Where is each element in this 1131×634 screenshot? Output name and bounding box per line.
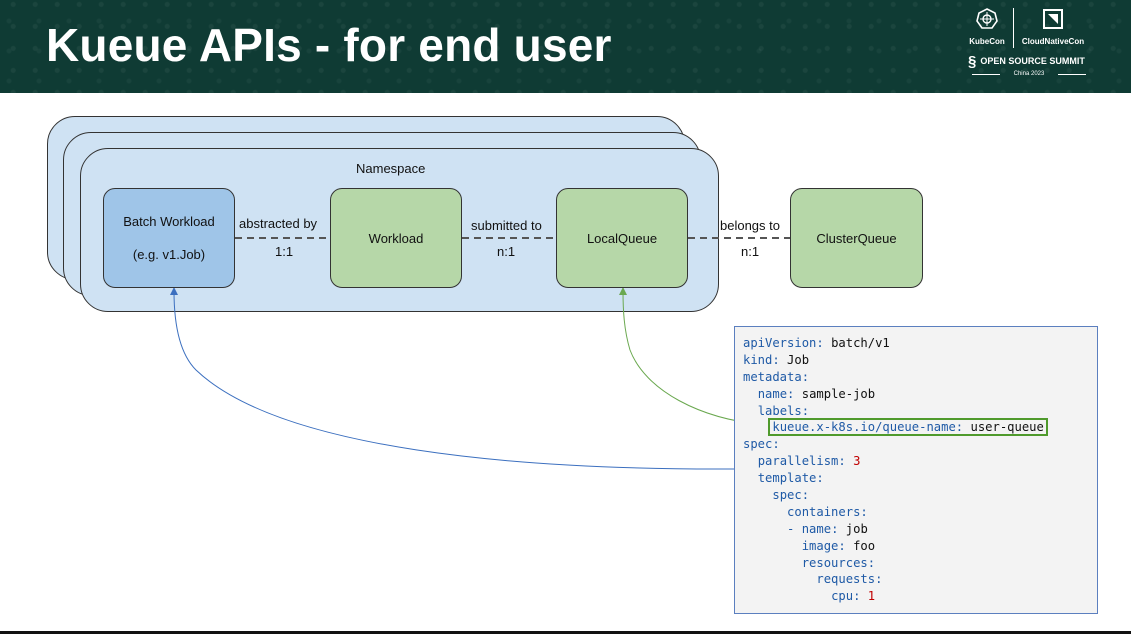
yaml-value: batch/v1 xyxy=(831,336,890,350)
code-line: containers: xyxy=(787,504,868,519)
edge-cardinality-belongs: n:1 xyxy=(741,244,760,259)
cncf-logo-icon xyxy=(1043,9,1063,29)
yaml-key: image xyxy=(801,538,839,553)
batch-workload-node: Batch Workload (e.g. v1.Job) xyxy=(103,188,235,288)
yaml-key: parallelism xyxy=(757,454,839,469)
batch-workload-title: Batch Workload xyxy=(123,214,215,229)
label-to-localqueue-arrow xyxy=(619,287,769,426)
yaml-number: 3 xyxy=(853,454,861,469)
code-line: labels: xyxy=(757,403,810,418)
code-line: image: foo xyxy=(801,538,876,553)
event-label: China 2023 xyxy=(972,71,1086,77)
queue-name-label-highlight: kueue.x-k8s.io/queue-name: user-queue xyxy=(768,418,1048,437)
cloudnativecon-brand: CloudNativeCon xyxy=(1018,8,1088,46)
local-queue-node: LocalQueue xyxy=(556,188,688,288)
code-line: name: sample-job xyxy=(757,386,876,401)
code-line: apiVersion: batch/v1 xyxy=(743,336,890,350)
open-source-summit-label: OPEN SOURCE SUMMIT xyxy=(980,56,1085,66)
yaml-key: containers xyxy=(787,504,861,519)
edge-label-submitted: submitted to xyxy=(471,218,542,233)
yaml-key: resources xyxy=(801,555,868,570)
yaml-key: spec xyxy=(772,488,802,503)
oss-s-logo-icon: § xyxy=(968,53,977,70)
code-line: kueue.x-k8s.io/queue-name: user-queue xyxy=(743,418,1097,437)
yaml-key: labels xyxy=(757,403,802,418)
edge-label-belongs: belongs to xyxy=(720,218,780,233)
slide-bottom-border xyxy=(0,631,1131,634)
yaml-key: requests xyxy=(816,572,876,587)
code-line: resources: xyxy=(801,555,876,570)
code-line: spec: xyxy=(743,437,780,452)
batch-workload-subtitle: (e.g. v1.Job) xyxy=(132,247,206,262)
kubecon-brand: KubeCon xyxy=(962,8,1012,46)
yaml-key: name xyxy=(757,386,788,401)
code-line: - name: job xyxy=(787,521,868,536)
yaml-key: metadata xyxy=(743,369,802,384)
code-line: kind: Job xyxy=(743,352,810,367)
edge-cardinality-abstracted: 1:1 xyxy=(275,244,294,259)
edge-label-abstracted: abstracted by xyxy=(239,216,318,231)
cloudnativecon-label: CloudNativeCon xyxy=(1021,37,1085,46)
yaml-key: kind xyxy=(743,352,773,367)
yaml-key: name xyxy=(801,521,832,536)
code-line: requests: xyxy=(816,572,883,587)
yaml-value: sample-job xyxy=(801,386,876,401)
job-yaml-code-block: apiVersion: batch/v1 kind: Job metadata:… xyxy=(734,326,1098,614)
code-line: parallelism: 3 xyxy=(757,454,861,469)
workload-title: Workload xyxy=(368,230,424,246)
edge-cardinality-submitted: n:1 xyxy=(497,244,516,259)
slide-title: Kueue APIs - for end user xyxy=(46,19,612,71)
local-queue-title: LocalQueue xyxy=(586,230,658,246)
yaml-number: 1 xyxy=(867,589,876,604)
cluster-queue-title: ClusterQueue xyxy=(816,230,897,246)
yaml-key: template xyxy=(757,471,817,486)
yaml-value: Job xyxy=(787,352,810,367)
yaml-key: cpu xyxy=(831,589,854,604)
yaml-key: kueue.x-k8s.io/queue-name xyxy=(772,420,956,435)
kubecon-label: KubeCon xyxy=(969,37,1005,46)
code-line: cpu: 1 xyxy=(831,589,876,604)
brand-divider xyxy=(1013,8,1014,48)
code-line: template: xyxy=(757,471,824,486)
code-line: metadata: xyxy=(743,369,810,384)
slide-header: Kueue APIs - for end user KubeCon CloudN… xyxy=(0,0,1131,93)
yaml-value: user-queue xyxy=(970,420,1044,435)
yaml-key: apiVersion xyxy=(743,336,817,350)
namespace-label: Namespace xyxy=(356,161,426,176)
helm-wheel-icon xyxy=(976,8,998,29)
code-line: spec: xyxy=(772,488,810,503)
code-to-batch-arrow xyxy=(170,287,735,470)
yaml-value: job xyxy=(845,521,868,536)
yaml-value: foo xyxy=(853,538,876,553)
workload-node: Workload xyxy=(330,188,462,288)
open-source-summit: §OPEN SOURCE SUMMIT xyxy=(968,53,1085,70)
yaml-key: spec xyxy=(743,437,773,452)
cluster-queue-node: ClusterQueue xyxy=(790,188,923,288)
